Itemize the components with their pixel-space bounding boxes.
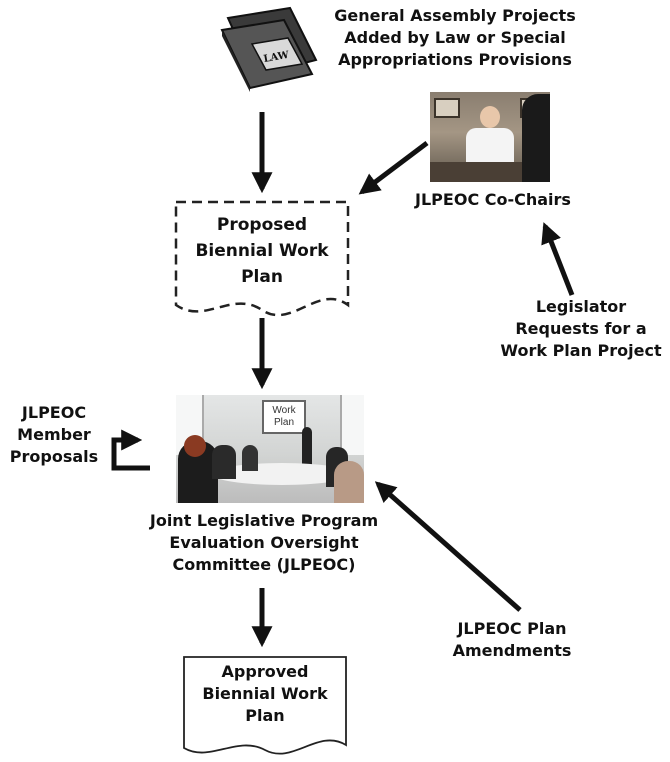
presenter: [302, 427, 312, 465]
approved-plan-label: Approved Biennial Work Plan: [202, 662, 328, 725]
co-chairs-label: JLPEOC Co-Chairs: [415, 190, 571, 209]
whiteboard: Work Plan: [262, 400, 306, 434]
person-head: [480, 106, 500, 128]
whiteboard-line: Plan: [273, 417, 294, 428]
whiteboard-line: Work: [272, 405, 296, 416]
plan-amendments-label: JLPEOC Plan Amendments: [452, 619, 572, 660]
law-book-icon: LAW: [220, 6, 318, 92]
legislator-requests-label: Legislator Requests for a Work Plan Proj…: [500, 297, 662, 360]
picture-frame: [434, 98, 460, 118]
approved-plan-shape: [183, 656, 347, 755]
attendee-hair: [184, 435, 206, 457]
proposed-plan-label: Proposed Biennial Work Plan: [195, 215, 329, 287]
foreground-person: [522, 94, 550, 182]
general-assembly-label: General Assembly Projects Added by Law o…: [334, 6, 576, 69]
member-proposals-label: JLPEOC Member Proposals: [9, 403, 99, 466]
book-label: LAW: [263, 50, 291, 65]
arrow-cochairs-to-proposed: [358, 141, 429, 195]
attendee: [242, 445, 258, 471]
person-body: [466, 128, 514, 164]
arrow-requests-to-cochairs: [541, 222, 575, 296]
committee-label: Joint Legislative Program Evaluation Ove…: [149, 511, 379, 574]
arrow-member-proposals-loop: [111, 429, 150, 471]
attendee: [212, 445, 236, 479]
desk: [430, 162, 550, 182]
meeting-photo: [430, 92, 550, 182]
attendee: [334, 461, 364, 503]
arrow-amendments-to-committee: [374, 481, 522, 612]
committee-meeting-photo: Work Plan: [176, 395, 364, 503]
window: [340, 395, 364, 455]
proposed-plan-shape: [174, 200, 350, 317]
